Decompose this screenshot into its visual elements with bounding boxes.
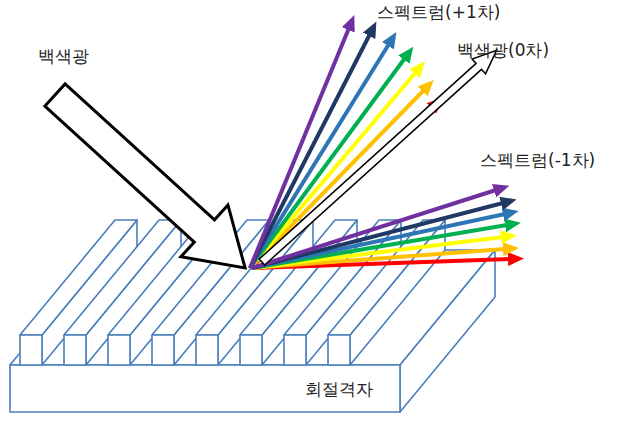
zero-order-arrow [255,43,503,270]
ray-green [250,58,405,268]
ridge-front [240,335,262,365]
spectrum-minus-1 [252,190,510,268]
incident-light-arrow [31,69,268,294]
light-label: 백색광(0차) [455,40,551,60]
spectrum-plus-1 [250,28,433,268]
ridge-front [284,335,306,365]
spectrum-label: 스펙트럼(-1차) [478,150,597,170]
spectrum-label: 스펙트럼(+1차) [375,2,502,22]
ridge-front [20,335,42,365]
grating-label: 회절격자 [303,379,375,399]
grating-front [10,365,400,412]
ridge-front [196,335,218,365]
light-label: 백색광 [36,46,91,66]
ridge-front [328,335,350,365]
ridge-front [152,335,174,365]
ridge-front [64,335,86,365]
ridge-front [108,335,130,365]
ray-blue [250,44,389,268]
ray-violet [252,190,496,268]
ray-navy [250,34,370,268]
